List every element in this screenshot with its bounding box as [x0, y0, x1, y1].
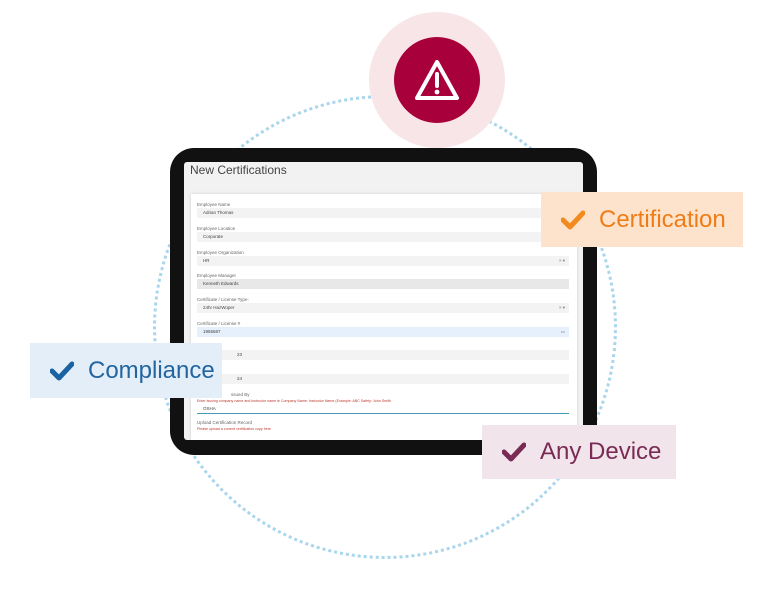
- field-label: Certificate / License #: [197, 321, 241, 326]
- any-device-badge: Any Device: [482, 425, 676, 479]
- field-label: Employee Location: [197, 226, 236, 231]
- field-value: 23: [237, 352, 243, 357]
- field-value: 24: [237, 376, 243, 381]
- field-label: Employee Organization: [197, 250, 244, 255]
- field-label: Employee Manager: [197, 273, 237, 278]
- field-label: Employee Name: [197, 202, 231, 207]
- field-value: 1955687: [203, 329, 221, 334]
- badge-label: Any Device: [540, 438, 662, 465]
- compliance-badge: Compliance: [30, 343, 222, 398]
- issued-by-input[interactable]: OSHA: [197, 404, 569, 414]
- field-value: 24hr HazWoper: [203, 305, 235, 310]
- expiry-date-input[interactable]: 24: [197, 374, 569, 384]
- field-value: Adrian Thomas: [203, 210, 234, 215]
- page-title: New Certifications: [190, 163, 287, 177]
- certification-badge: Certification: [541, 192, 743, 247]
- license-number-input[interactable]: 1955687 ▭: [197, 327, 569, 337]
- field-value: Kenneth Edwards: [203, 281, 239, 286]
- checkmark-icon: [561, 210, 585, 229]
- issue-date-input[interactable]: 23: [197, 350, 569, 360]
- clear-dropdown-icon[interactable]: × ▾: [558, 258, 565, 263]
- checkmark-icon: [50, 361, 74, 380]
- clear-dropdown-icon[interactable]: × ▾: [558, 305, 565, 310]
- upload-hint: Please upload a current certification co…: [197, 427, 271, 431]
- field-value: HR: [203, 258, 210, 263]
- employee-location-input[interactable]: Corporate: [197, 232, 569, 242]
- field-value: Corporate: [203, 234, 224, 239]
- field-label: ssued By: [231, 392, 250, 397]
- license-type-select[interactable]: 24hr HazWoper × ▾: [197, 303, 569, 313]
- field-label: Certificate / License Type:: [197, 297, 249, 302]
- employee-name-input[interactable]: Adrian Thomas: [197, 208, 569, 218]
- field-value: OSHA: [203, 406, 216, 411]
- checkmark-icon: [502, 442, 526, 462]
- employee-manager-input: Kenneth Edwards: [197, 279, 569, 289]
- alert-circle: [394, 37, 480, 123]
- card-icon: ▭: [560, 329, 565, 334]
- warning-triangle-icon: [415, 60, 459, 100]
- field-hint: Enter issuing company name and instructo…: [197, 399, 391, 403]
- badge-label: Compliance: [88, 356, 215, 384]
- upload-label: Upload Certification Record: [197, 420, 253, 425]
- tablet-screen: New Certifications Employee Name Adrian …: [184, 162, 583, 440]
- certification-form: Employee Name Adrian Thomas Employee Loc…: [191, 194, 577, 440]
- employee-organization-select[interactable]: HR × ▾: [197, 256, 569, 266]
- badge-label: Certification: [599, 205, 726, 233]
